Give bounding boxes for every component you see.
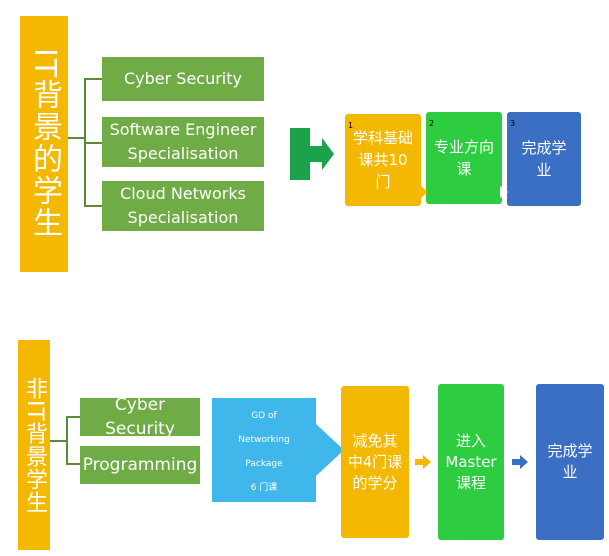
- bottom-step-2-label: 进入Master课程: [445, 431, 497, 492]
- top-connector-2-icon: [500, 186, 508, 198]
- package-text: GD of Networking Package 6 门课: [222, 404, 306, 500]
- top-step-1-number: 1: [348, 121, 354, 130]
- top-bracket-arm-1: [84, 78, 102, 80]
- top-spec-cyber-security: Cyber Security: [102, 57, 264, 101]
- package-arrow-icon: [212, 398, 344, 502]
- bottom-arrow-1-icon: [415, 455, 431, 469]
- bottom-bracket-arm-2: [66, 463, 80, 465]
- top-connector-1-icon: [421, 186, 428, 198]
- bottom-step-3-label: 完成学业: [547, 442, 593, 481]
- top-step-3-label: 完成学业: [521, 139, 567, 179]
- bottom-step-2: 进入Master课程: [438, 384, 504, 540]
- bottom-spec-programming: Programming: [80, 446, 200, 484]
- top-step-3-number: 3: [510, 119, 516, 128]
- bottom-arrow-2-icon: [512, 455, 528, 469]
- top-step-2-label: 专业方向课: [434, 138, 495, 178]
- top-spec-cloud-networks: Cloud Networks Specialisation: [102, 181, 264, 231]
- top-step-1-label: 学科基础课共10门: [352, 129, 413, 191]
- package-line-4: 6 门课: [250, 483, 278, 493]
- top-step-1: 1 学科基础课共10门: [345, 114, 421, 206]
- package-line-3: Package: [245, 459, 283, 469]
- top-bracket-arm-3: [84, 205, 102, 207]
- top-bracket-arm-2: [84, 142, 102, 144]
- top-step-3: 3 完成学业: [507, 112, 581, 206]
- bottom-step-1-label: 减免其中4门课的学分: [347, 431, 403, 492]
- top-title: IT背景的学生: [27, 48, 62, 240]
- top-bracket-stem: [68, 137, 84, 139]
- top-title-bar: IT背景的学生: [20, 16, 68, 272]
- bottom-step-1: 减免其中4门课的学分: [341, 386, 409, 538]
- bottom-title: 非IT背景学生: [22, 376, 47, 514]
- bottom-title-bar: 非IT背景学生: [18, 340, 50, 550]
- bottom-step-3: 完成学业: [536, 384, 604, 540]
- bottom-bracket-vertical: [66, 416, 68, 464]
- package-line-1: GD of: [251, 411, 277, 421]
- top-step-2: 2 专业方向课: [426, 112, 502, 204]
- top-arrow-icon: [290, 128, 334, 180]
- top-spec-software-engineer: Software Engineer Specialisation: [102, 117, 264, 167]
- bottom-bracket-arm-1: [66, 416, 80, 418]
- bottom-bracket-stem: [50, 440, 66, 442]
- package-line-2: Networking: [238, 435, 290, 445]
- bottom-spec-cyber-security: Cyber Security: [80, 395, 200, 439]
- top-step-2-number: 2: [429, 119, 435, 128]
